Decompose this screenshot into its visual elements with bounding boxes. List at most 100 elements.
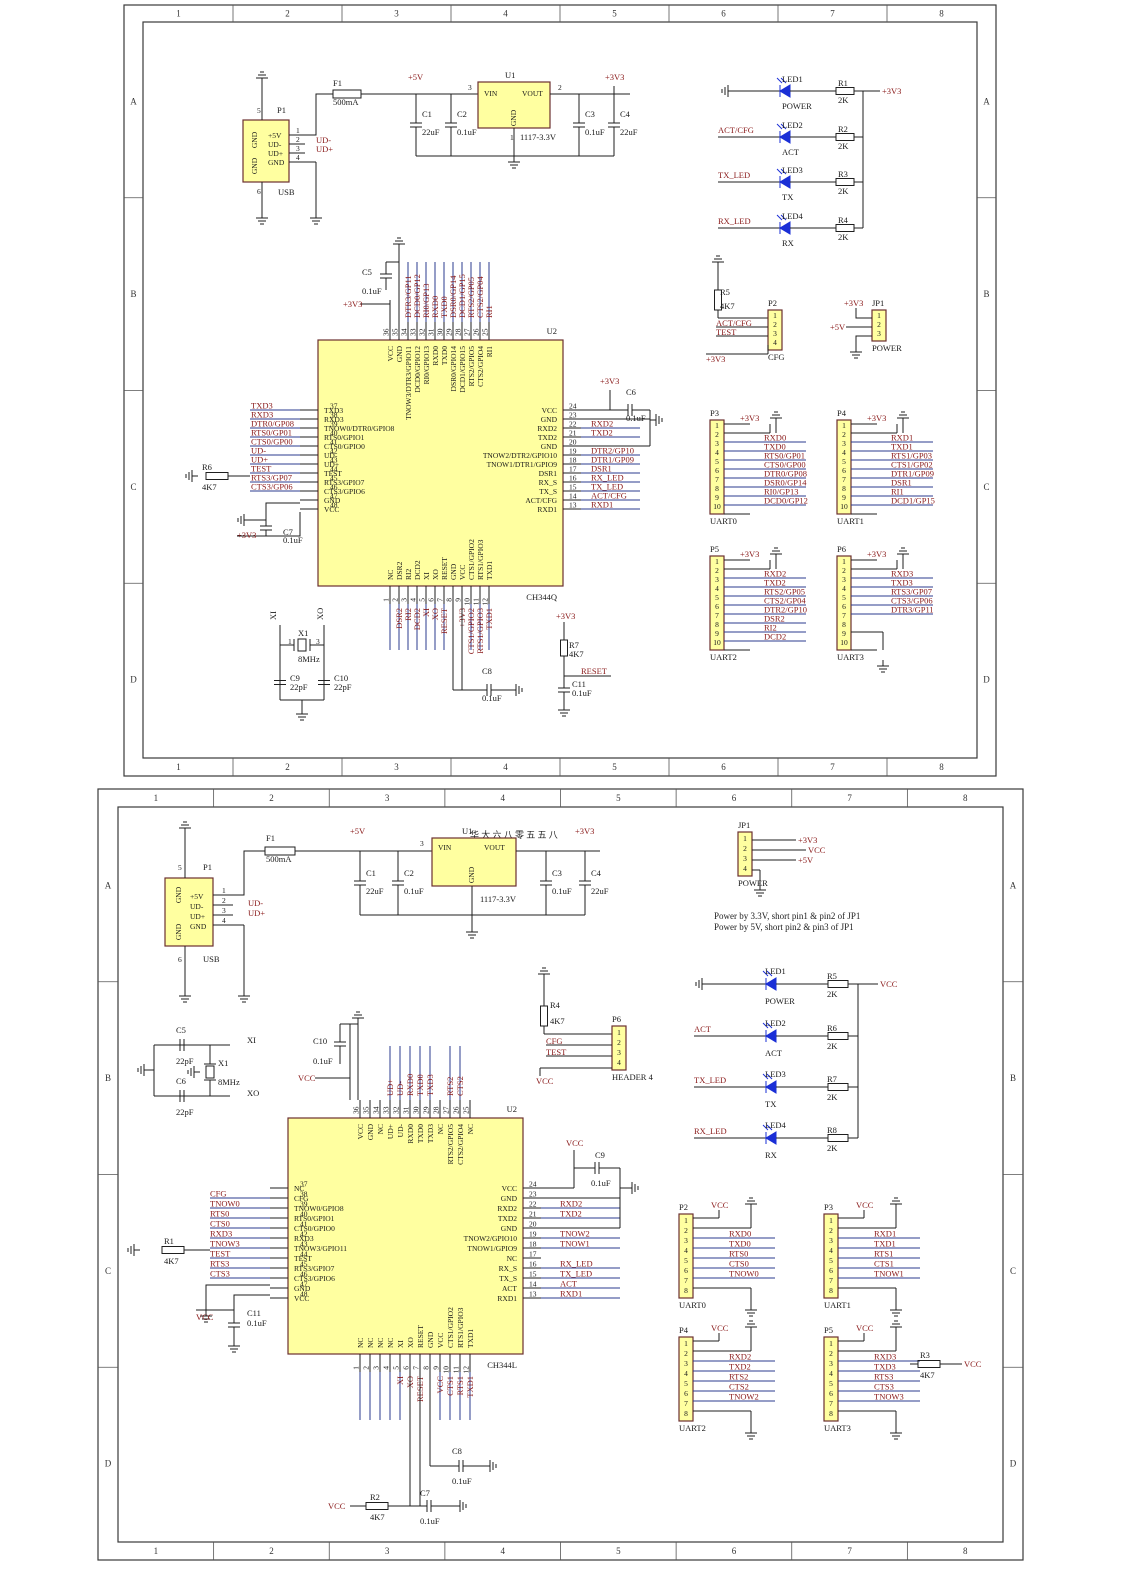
bottom-net-label: RI2	[403, 608, 413, 621]
ic-pin-name: RTS3/GPIO7	[294, 1264, 335, 1273]
cap-ref: C4	[620, 109, 631, 119]
led-body	[765, 1080, 777, 1094]
net-5v: +5V	[408, 72, 424, 82]
wire	[265, 502, 300, 520]
ic-pin-number: 1	[382, 598, 391, 602]
ic-pin-number: 17	[529, 1250, 537, 1259]
uart-net-label: RTS0/GP01	[764, 451, 805, 461]
header-pin-number: 4	[842, 584, 846, 593]
zone-row-label: C	[1010, 1266, 1016, 1276]
header-pin-number: 5	[684, 1379, 688, 1388]
ground-icon	[179, 821, 191, 834]
ground-icon	[745, 1304, 757, 1317]
r2-resistor	[365, 1502, 389, 1510]
ic-pin-number: 33	[409, 328, 418, 336]
ic-pin-name: UD-	[324, 451, 338, 460]
usb-pin-name: +5V	[190, 892, 204, 901]
ic-pin-name: GND	[294, 1284, 311, 1293]
cap-ref: C2	[457, 109, 467, 119]
right-net-label: ACT/CFG	[591, 491, 627, 501]
ic-pin-name: XI	[396, 1340, 405, 1348]
left-net-label: RXD3	[251, 410, 273, 420]
zone-col-label: 8	[963, 1546, 968, 1556]
header-pin-number: 6	[715, 602, 719, 611]
ic-pin-name: XI	[422, 572, 431, 580]
ic-pin-number: 16	[569, 474, 577, 483]
p2-net-act: ACT/CFG	[716, 318, 752, 328]
header-pin-number: 7	[715, 475, 719, 484]
ground-icon	[256, 212, 268, 225]
ic-pin-name: CTS0/GPIO0	[294, 1224, 335, 1233]
top-net-label: CTS2/GP04	[475, 276, 485, 318]
uart-net-label: TXD2	[729, 1362, 751, 1372]
header-pin-number: 4	[684, 1369, 688, 1378]
header-pin-number: 7	[829, 1399, 833, 1408]
top-net-label: CTS2	[455, 1076, 465, 1096]
led-name: RX	[765, 1150, 777, 1160]
zone-col-label: 5	[612, 762, 617, 772]
ground-icon	[238, 990, 250, 1003]
header-pin-number: 5	[842, 457, 846, 466]
ground-icon	[310, 212, 322, 225]
led-res-ref: R1	[838, 78, 848, 88]
jp1-net-5v: +5V	[798, 855, 814, 865]
ic-pin-name: RTS1/GPIO3	[476, 539, 485, 580]
ic-pin-name: GND	[324, 496, 341, 505]
led-ray	[776, 168, 783, 175]
top-net-label: DCD1/GP15	[457, 274, 467, 318]
led-body	[765, 977, 777, 991]
zone-col-label: 5	[616, 793, 621, 803]
net-ud-plus: UD+	[248, 908, 265, 918]
ic-pin-number: 23	[569, 411, 577, 420]
zone-col-label: 3	[385, 793, 390, 803]
zone-col-label: 5	[612, 9, 617, 19]
ic-pin-number: 17	[569, 465, 577, 474]
led-ray	[766, 1022, 773, 1029]
ic-pin-number: 20	[569, 438, 577, 447]
ic-pin-name: RI2	[404, 569, 413, 581]
header-ref: P2	[679, 1202, 688, 1212]
net-3v3: +3V3	[575, 826, 594, 836]
r7-net: RESET	[581, 666, 608, 676]
header-pin-number: 4	[829, 1369, 833, 1378]
ic-pin-number: 10	[442, 1366, 451, 1374]
ground-icon	[745, 1320, 757, 1333]
zone-row-label: A	[105, 880, 112, 890]
led-ray	[780, 168, 787, 175]
led-name: TX	[782, 192, 793, 202]
ic-pin-number: 4	[409, 598, 418, 602]
uart-net-label: DTR2/GP10	[764, 605, 807, 615]
right-net-label: TNOW1	[560, 1239, 590, 1249]
ic-pin-number: 36	[382, 328, 391, 336]
zone-row-label: C	[105, 1266, 111, 1276]
led-ray	[762, 1124, 769, 1131]
usb-pin-name: UD-	[190, 902, 204, 911]
led-ray	[766, 1073, 773, 1080]
ic-pin-number: 34	[372, 1106, 381, 1114]
header-pin-number: 2	[715, 430, 719, 439]
ic-pin-number: 32	[418, 328, 427, 336]
ic-pin-name: CTS2/GPIO4	[456, 1124, 465, 1165]
header-pin-number: 1	[829, 1216, 833, 1225]
ground-icon	[721, 85, 734, 97]
uart-net-label: DSR1	[891, 478, 912, 488]
uart-net-label: RXD3	[874, 1352, 896, 1362]
wire	[233, 1294, 270, 1310]
ic-pin-number: 22	[529, 1200, 537, 1209]
ground-icon	[393, 237, 405, 250]
ic-pin-name: TXD0	[440, 346, 449, 365]
header-label: HEADER 4	[612, 1072, 654, 1082]
ic-pin-number: 27	[442, 1106, 451, 1114]
uart-rail: +3V3	[740, 549, 759, 559]
uart-net-label: CTS3	[874, 1382, 894, 1392]
ic-pin-number: 42	[330, 447, 338, 456]
ground-icon	[745, 1197, 757, 1210]
led-ref: LED4	[765, 1120, 787, 1130]
top-net-label: DCD0/GP12	[412, 274, 422, 318]
led-ray	[776, 77, 783, 84]
usb-pin-number: 6	[257, 187, 261, 196]
ic-pin-name: RI0/GPIO13	[422, 346, 431, 385]
led-net: RX_LED	[718, 216, 751, 226]
led-res-value: 2K	[838, 232, 849, 242]
wire-vbus	[305, 93, 333, 136]
